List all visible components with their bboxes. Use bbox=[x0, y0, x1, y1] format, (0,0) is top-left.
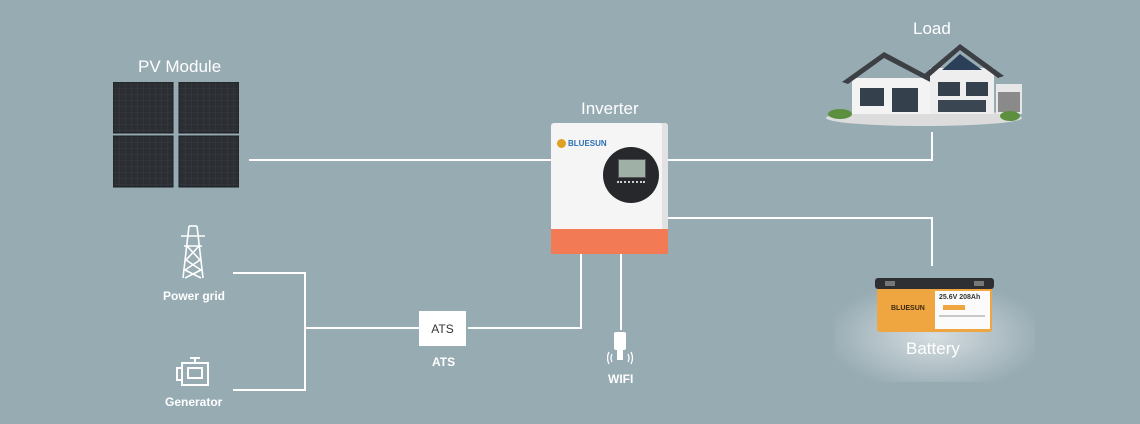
bluesun-logo-icon bbox=[557, 139, 566, 148]
battery-unit[interactable]: 25.6V 208Ah BLUESUN bbox=[875, 278, 994, 332]
house-icon bbox=[826, 44, 1022, 126]
inverter-display-panel bbox=[603, 147, 659, 203]
battery-top-cover bbox=[875, 278, 994, 289]
battery-brand: BLUESUN bbox=[891, 305, 925, 312]
power-grid-label: Power grid bbox=[163, 289, 226, 303]
ats-box[interactable]: ATS bbox=[419, 311, 466, 346]
power-tower-icon bbox=[181, 225, 205, 279]
battery-capacity-stripe bbox=[943, 305, 965, 310]
inverter-label: Inverter bbox=[581, 99, 639, 118]
inverter-unit[interactable]: BLUESUN bbox=[551, 123, 668, 254]
inverter-brand: BLUESUN bbox=[568, 139, 607, 148]
generator-icon bbox=[176, 357, 209, 386]
generator-label: Generator bbox=[165, 395, 223, 409]
inverter-to-ats-line bbox=[468, 254, 582, 329]
battery-terminal bbox=[974, 281, 984, 286]
pv-module-label: PV Module bbox=[138, 57, 222, 76]
pv-panel-icon bbox=[113, 82, 239, 188]
battery-spec: 25.6V 208Ah bbox=[939, 294, 981, 301]
wifi-dongle-icon bbox=[607, 332, 634, 365]
inverter-accent-stripe bbox=[551, 229, 668, 254]
battery-terminal bbox=[885, 281, 895, 286]
load-label: Load bbox=[913, 19, 951, 38]
battery-label-panel: 25.6V 208Ah bbox=[935, 291, 990, 329]
control-buttons bbox=[617, 181, 645, 187]
inverter-to-battery-line bbox=[668, 217, 933, 266]
ats-label: ATS bbox=[432, 355, 456, 369]
inverter-to-load-line bbox=[668, 132, 933, 161]
battery-info-line bbox=[939, 315, 985, 317]
wifi-label: WIFI bbox=[608, 372, 634, 386]
lcd-screen bbox=[618, 159, 646, 178]
grid-generator-bus-line bbox=[233, 272, 306, 391]
battery-label: Battery bbox=[906, 339, 960, 358]
